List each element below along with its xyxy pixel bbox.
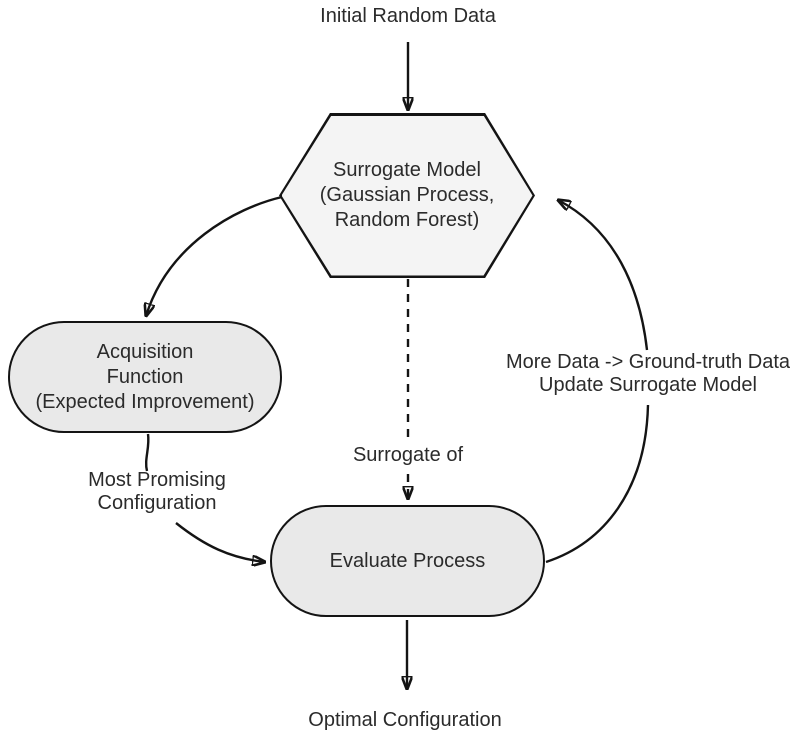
edge-label-to-evaluate (175, 522, 265, 562)
surrogate-model-node: Surrogate Model (Gaussian Process, Rando… (279, 113, 535, 278)
acquisition-line3: (Expected Improvement) (35, 390, 255, 413)
surrogate-of-label: Surrogate of (333, 444, 483, 469)
edge-loop-to-surrogate (558, 200, 649, 351)
initial-random-data-label: Initial Random Data (320, 5, 496, 27)
most-promising-line2: Configuration (97, 492, 217, 514)
surrogate-model-line2: (Gaussian Process, (319, 184, 495, 206)
surrogate-model-label: Surrogate Model (Gaussian Process, Rando… (320, 158, 495, 233)
evaluate-process-label: Evaluate Process (329, 549, 486, 572)
most-promising-line1: Most Promising (88, 469, 226, 491)
more-data-label: More Data -> Ground-truth Data Update Su… (495, 351, 800, 397)
acquisition-line1: Acquisition (96, 340, 194, 363)
edge-evaluate-to-loop (545, 404, 650, 564)
acquisition-line2: Function (106, 365, 184, 388)
surrogate-model-line1: Surrogate Model (333, 159, 481, 181)
edge-acquisition-to-label (144, 433, 150, 472)
acquisition-function-label: Acquisition Function (Expected Improveme… (36, 340, 255, 415)
more-data-line1: More Data -> Ground-truth Data (505, 351, 790, 373)
edge-surrogate-to-acquisition (146, 195, 283, 316)
acquisition-function-node: Acquisition Function (Expected Improveme… (8, 321, 282, 433)
most-promising-configuration-label: Most Promising Configuration (52, 469, 262, 515)
surrogate-model-node-fill: Surrogate Model (Gaussian Process, Rando… (281, 115, 533, 276)
surrogate-model-line3: Random Forest) (334, 209, 480, 231)
optimal-configuration-label: Optimal Configuration (308, 709, 502, 731)
evaluate-process-node: Evaluate Process (270, 505, 545, 617)
more-data-line2: Update Surrogate Model (539, 374, 757, 396)
